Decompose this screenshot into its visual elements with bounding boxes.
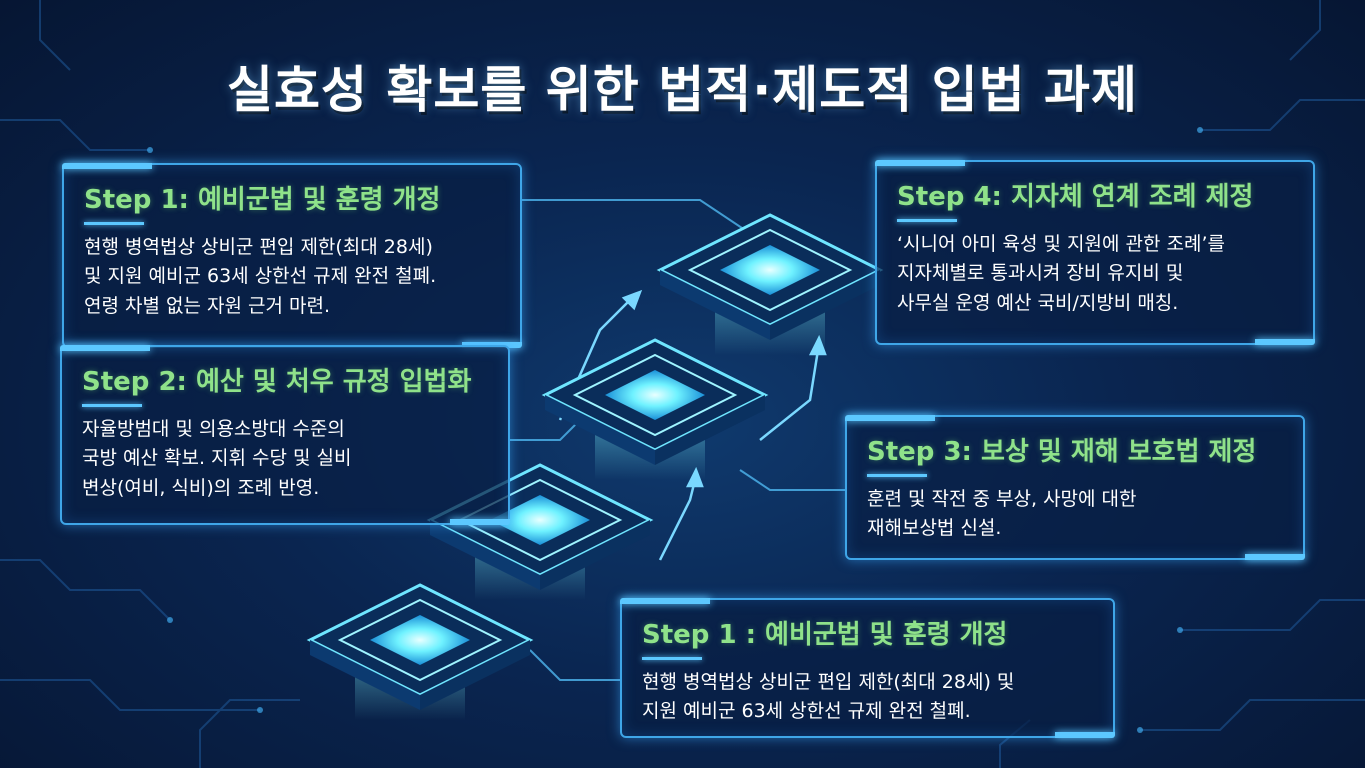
step-1-title: Step 1: 예비군법 및 훈령 개정 — [84, 185, 441, 215]
page-title: 실효성 확보를 위한 법적·제도적 입법 과제 — [226, 61, 1139, 119]
step-4-title: Step 4: 지자체 연계 조례 제정 — [897, 182, 1254, 212]
chip-4 — [656, 213, 884, 340]
step-4-panel: Step 4: 지자체 연계 조례 제정 ‘시니어 아미 육성 및 지원에 관한… — [875, 160, 1315, 345]
step-2-underline — [82, 404, 142, 407]
step-3-title: Step 3: 보상 및 재해 보호법 제정 — [867, 437, 1257, 467]
step-1-repeat-underline — [642, 657, 702, 660]
step-4-body: ‘시니어 아미 육성 및 지원에 관한 조례’를 지자체별로 통과시켜 장비 유… — [897, 230, 1293, 318]
step-1-repeat-line-1: 현행 병역법상 상비군 편입 제한(최대 28세) 및 — [642, 671, 1015, 693]
step-1-line-2: 및 지원 예비군 63세 상한선 규제 완전 철폐. — [84, 265, 437, 288]
step-2-line-3: 변상(여비, 식비)의 조례 반영. — [82, 476, 320, 499]
step-1-body: 현행 병역법상 상비군 편입 제한(최대 28세) 및 지원 예비군 63세 상… — [84, 233, 500, 321]
step-3-underline — [867, 474, 927, 477]
step-1-repeat-panel: Step 1 : 예비군법 및 훈령 개정 현행 병역법상 상비군 편입 제한(… — [620, 598, 1115, 738]
step-3-panel: Step 3: 보상 및 재해 보호법 제정 훈련 및 작전 중 부상, 사망에… — [845, 415, 1305, 560]
step-1-line-3: 연령 차별 없는 자원 근거 마련. — [84, 294, 330, 317]
step-2-line-1: 자율방범대 및 의용소방대 수준의 — [82, 418, 345, 440]
step-1-panel: Step 1: 예비군법 및 훈령 개정 현행 병역법상 상비군 편입 제한(최… — [62, 163, 522, 348]
step-3-line-2: 재해보상법 신설. — [867, 517, 1002, 540]
step-1-repeat-title: Step 1 : 예비군법 및 훈령 개정 — [642, 620, 1008, 650]
step-2-line-2: 국방 예산 확보. 지휘 수당 및 실비 — [82, 447, 352, 470]
step-4-line-3: 사무실 운영 예산 국비/지방비 매칭. — [897, 291, 1179, 314]
step-3-body: 훈련 및 작전 중 부상, 사망에 대한 재해보상법 신설. — [867, 485, 1283, 544]
step-1-underline — [84, 222, 144, 225]
step-2-panel: Step 2: 예산 및 처우 규정 입법화 자율방범대 및 의용소방대 수준의… — [60, 345, 510, 525]
step-1-repeat-line-2: 지원 예비군 63세 상한선 규제 완전 철폐. — [642, 700, 971, 723]
step-2-title: Step 2: 예산 및 처우 규정 입법화 — [82, 367, 472, 397]
step-1-repeat-body: 현행 병역법상 상비군 편입 제한(최대 28세) 및 지원 예비군 63세 상… — [642, 668, 1093, 727]
step-1-line-1: 현행 병역법상 상비군 편입 제한(최대 28세) — [84, 236, 433, 258]
step-3-line-1: 훈련 및 작전 중 부상, 사망에 대한 — [867, 488, 1137, 510]
step-4-underline — [897, 219, 957, 222]
step-2-body: 자율방범대 및 의용소방대 수준의 국방 예산 확보. 지휘 수당 및 실비 변… — [82, 415, 488, 503]
step-4-line-2: 지자체별로 통과시켜 장비 유지비 및 — [897, 262, 1184, 285]
chip-1 — [306, 583, 534, 710]
chip-3 — [541, 338, 769, 465]
step-4-line-1: ‘시니어 아미 육성 및 지원에 관한 조례’를 — [897, 233, 1225, 255]
